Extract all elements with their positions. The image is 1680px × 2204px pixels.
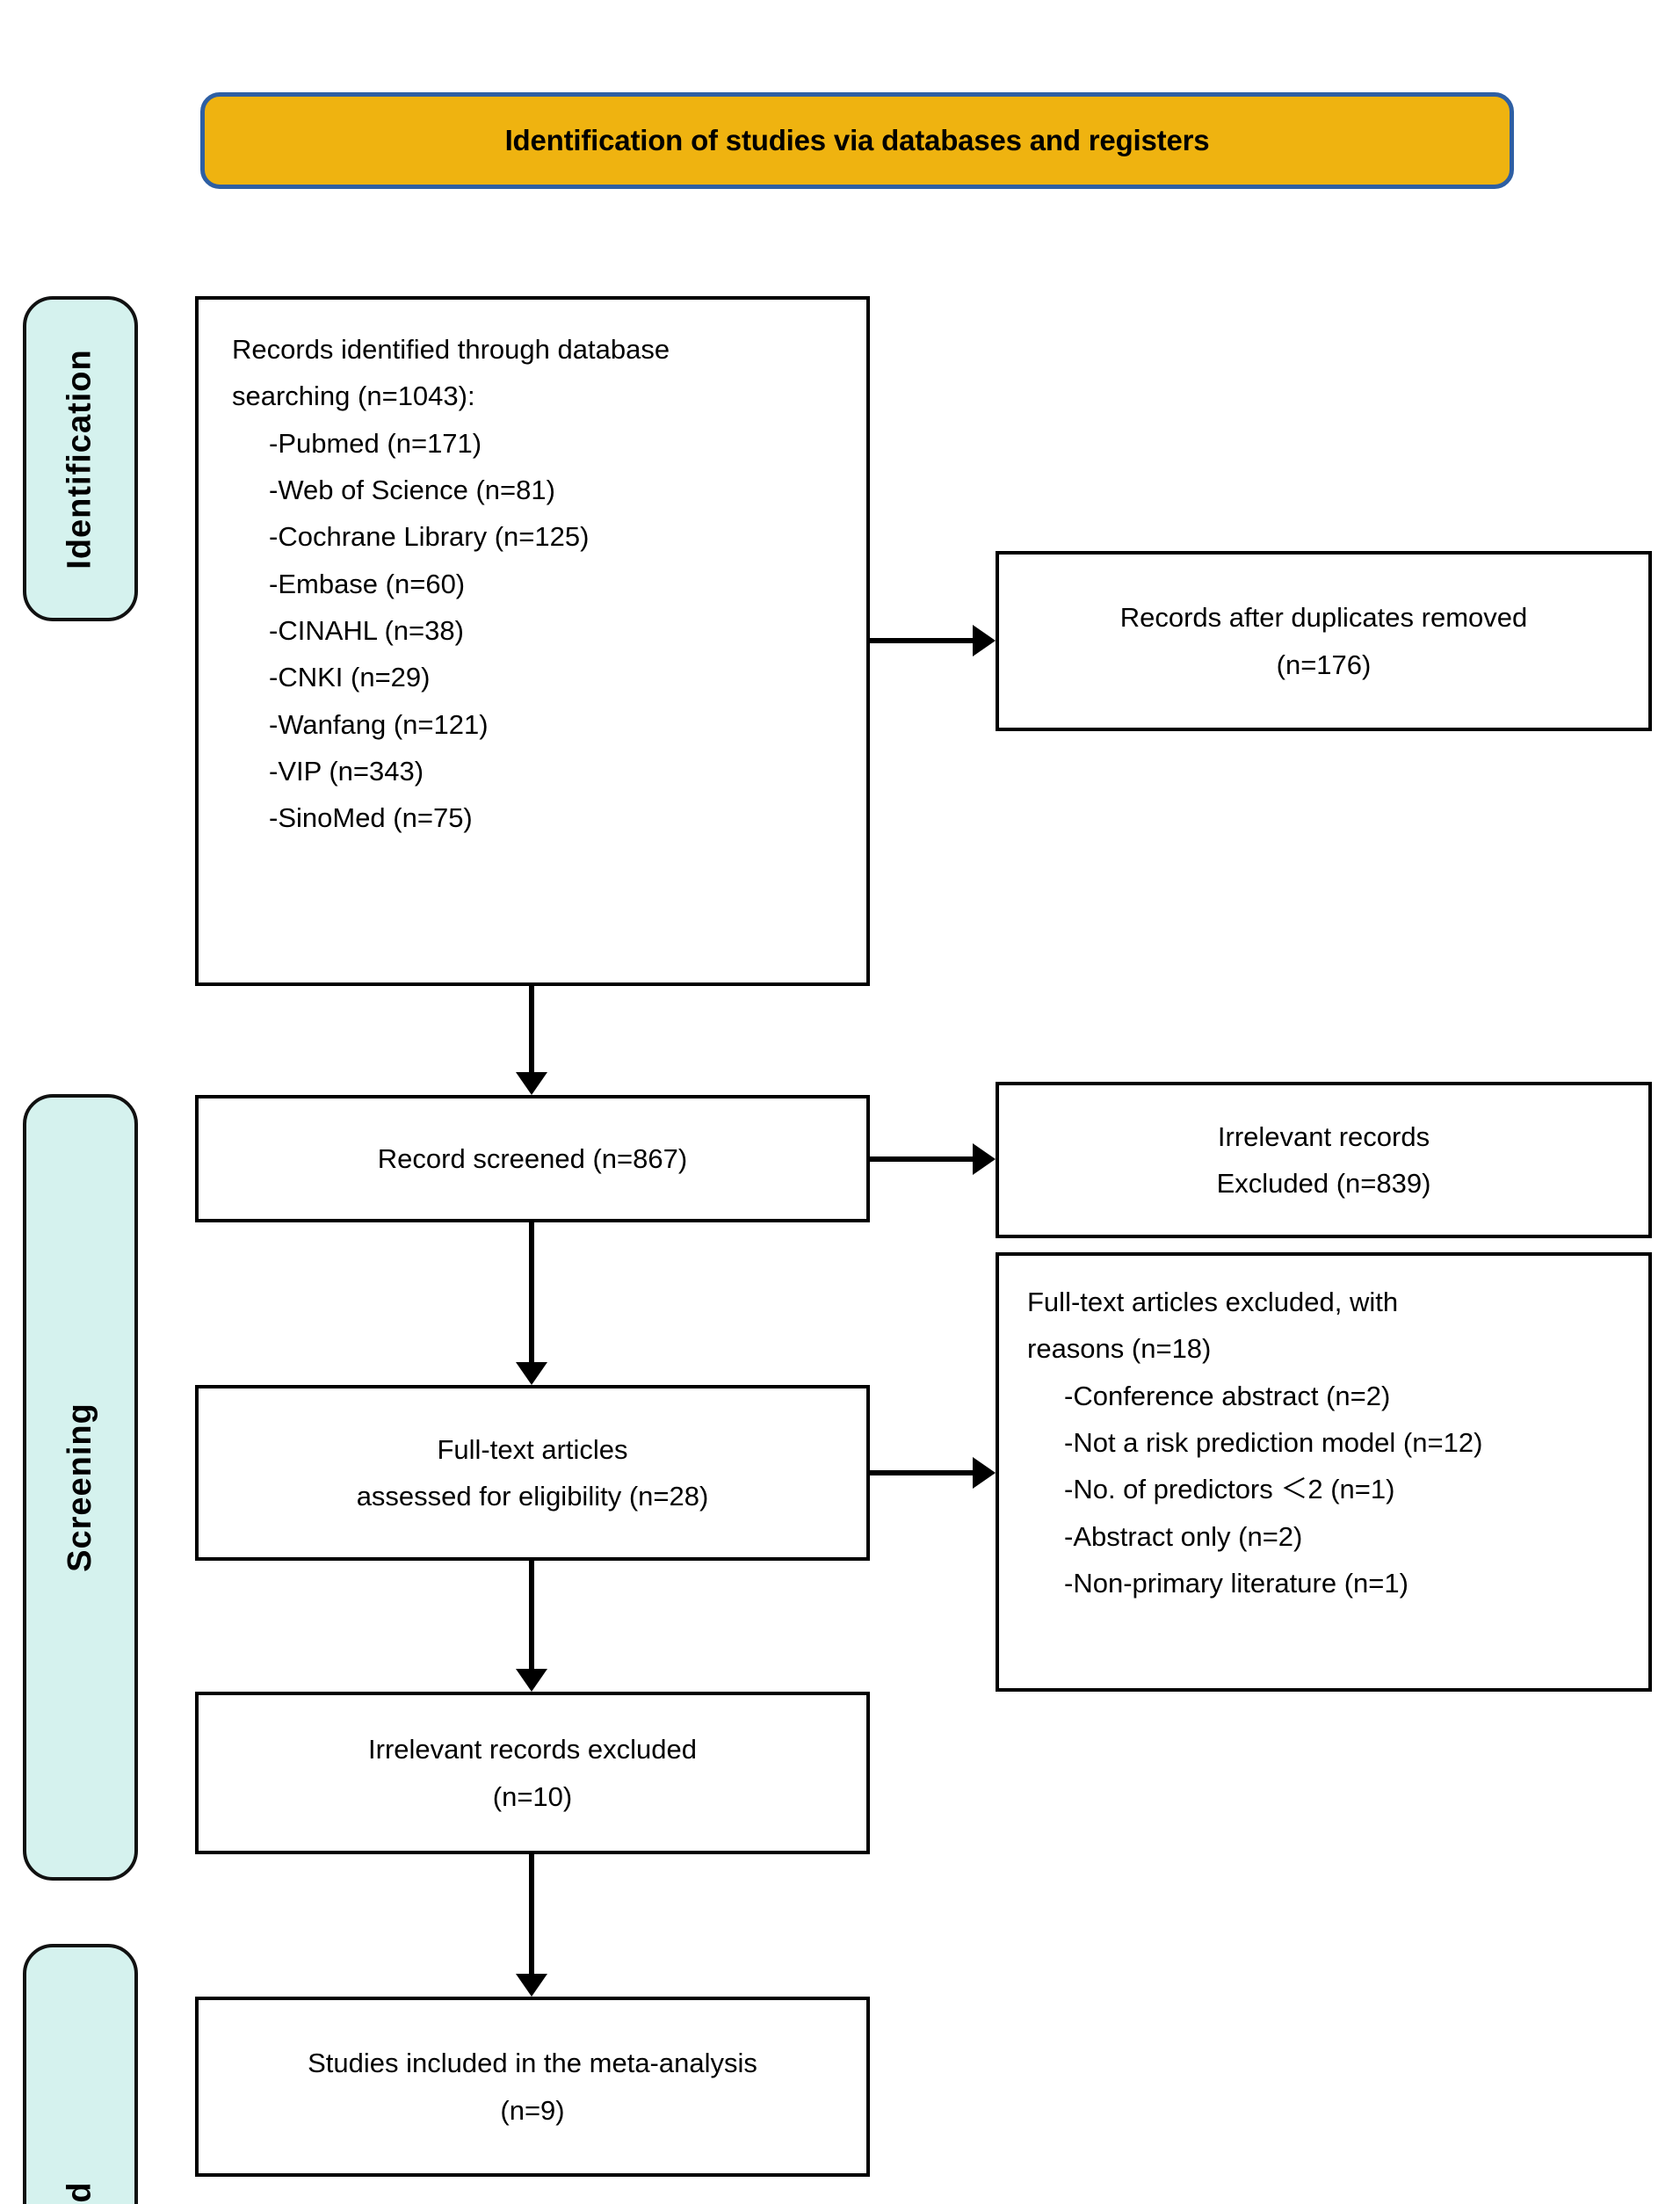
connector-identified-to-duplicates bbox=[870, 638, 973, 643]
stage-label-screening: Screening bbox=[23, 1094, 138, 1881]
source-vip: -VIP (n=343) bbox=[269, 755, 424, 787]
connector-records-excluded-to-included bbox=[529, 1854, 534, 1974]
arrowhead-fulltext-to-records-excluded bbox=[516, 1669, 547, 1692]
connector-fulltext-to-excluded bbox=[870, 1470, 973, 1475]
source-web-of-science: -Web of Science (n=81) bbox=[269, 474, 555, 505]
source-cinahl: -CINAHL (n=38) bbox=[269, 614, 464, 646]
connector-identified-to-screened bbox=[529, 986, 534, 1072]
arrowhead-identified-to-screened bbox=[516, 1072, 547, 1095]
source-pubmed: -Pubmed (n=171) bbox=[269, 427, 482, 459]
arrowhead-identified-to-duplicates bbox=[973, 625, 996, 656]
arrowhead-screened-to-irrelevant bbox=[973, 1143, 996, 1175]
box-records-identified: Records identified through database sear… bbox=[195, 296, 870, 986]
source-cochrane-library: -Cochrane Library (n=125) bbox=[269, 521, 590, 553]
duplicates-line-1: Records after duplicates removed bbox=[1119, 602, 1528, 634]
stage-included-text: Included bbox=[62, 2181, 99, 2204]
arrowhead-screened-to-fulltext bbox=[516, 1362, 547, 1385]
arrowhead-records-excluded-to-included bbox=[516, 1974, 547, 1997]
connector-screened-to-fulltext bbox=[529, 1222, 534, 1362]
connector-fulltext-to-records-excluded bbox=[529, 1561, 534, 1669]
records-excluded-line-1: Irrelevant records excluded bbox=[368, 1734, 697, 1765]
arrowhead-fulltext-to-excluded bbox=[973, 1457, 996, 1489]
box-record-screened: Record screened (n=867) bbox=[195, 1095, 870, 1222]
fulltext-line-2: assessed for eligibility (n=28) bbox=[356, 1481, 709, 1512]
stage-label-identification: Identification bbox=[23, 296, 138, 621]
fulltext-excluded-line-1: Full-text articles excluded, with bbox=[1027, 1287, 1399, 1317]
duplicates-line-2: (n=176) bbox=[1276, 649, 1372, 680]
box-irrelevant-records-excluded-final: Irrelevant records excluded (n=10) bbox=[195, 1692, 870, 1854]
records-identified-line-2: searching (n=1043): bbox=[232, 381, 475, 412]
records-excluded-line-2: (n=10) bbox=[492, 1780, 573, 1812]
studies-included-line-2: (n=9) bbox=[500, 2094, 565, 2126]
reason-conference-abstract: -Conference abstract (n=2) bbox=[1064, 1380, 1391, 1411]
diagram-title: Identification of studies via databases … bbox=[504, 124, 1210, 156]
box-irrelevant-records-excluded: Irrelevant records Excluded (n=839) bbox=[996, 1082, 1652, 1238]
reason-few-predictors: -No. of predictors ＜2 (n=1) bbox=[1064, 1474, 1395, 1505]
fulltext-line-1: Full-text articles bbox=[437, 1433, 628, 1465]
reason-not-risk-prediction-model: -Not a risk prediction model (n=12) bbox=[1064, 1426, 1483, 1458]
diagram-title-banner: Identification of studies via databases … bbox=[200, 92, 1514, 189]
source-wanfang: -Wanfang (n=121) bbox=[269, 708, 489, 740]
box-fulltext-articles-excluded: Full-text articles excluded, with reason… bbox=[996, 1252, 1652, 1692]
box-fulltext-articles-assessed: Full-text articles assessed for eligibil… bbox=[195, 1385, 870, 1561]
irrelevant-excluded-line-1: Irrelevant records bbox=[1217, 1120, 1430, 1152]
irrelevant-excluded-line-2: Excluded (n=839) bbox=[1216, 1168, 1431, 1199]
fulltext-excluded-line-2: reasons (n=18) bbox=[1027, 1333, 1212, 1365]
connector-screened-to-irrelevant bbox=[870, 1156, 973, 1162]
box-studies-included: Studies included in the meta-analysis (n… bbox=[195, 1997, 870, 2177]
source-cnki: -CNKI (n=29) bbox=[269, 662, 431, 693]
record-screened-line-1: Record screened (n=867) bbox=[377, 1142, 688, 1174]
reason-non-primary-literature: -Non-primary literature (n=1) bbox=[1064, 1567, 1408, 1599]
source-embase: -Embase (n=60) bbox=[269, 568, 466, 599]
records-identified-line-1: Records identified through database bbox=[232, 334, 670, 365]
source-sinomed: -SinoMed (n=75) bbox=[269, 802, 473, 834]
reason-abstract-only: -Abstract only (n=2) bbox=[1064, 1520, 1303, 1552]
stage-identification-text: Identification bbox=[62, 348, 99, 569]
stage-screening-text: Screening bbox=[62, 1403, 99, 1572]
box-records-after-duplicates-removed: Records after duplicates removed (n=176) bbox=[996, 551, 1652, 731]
stage-label-included: Included bbox=[23, 1944, 138, 2204]
studies-included-line-1: Studies included in the meta-analysis bbox=[308, 2048, 757, 2079]
